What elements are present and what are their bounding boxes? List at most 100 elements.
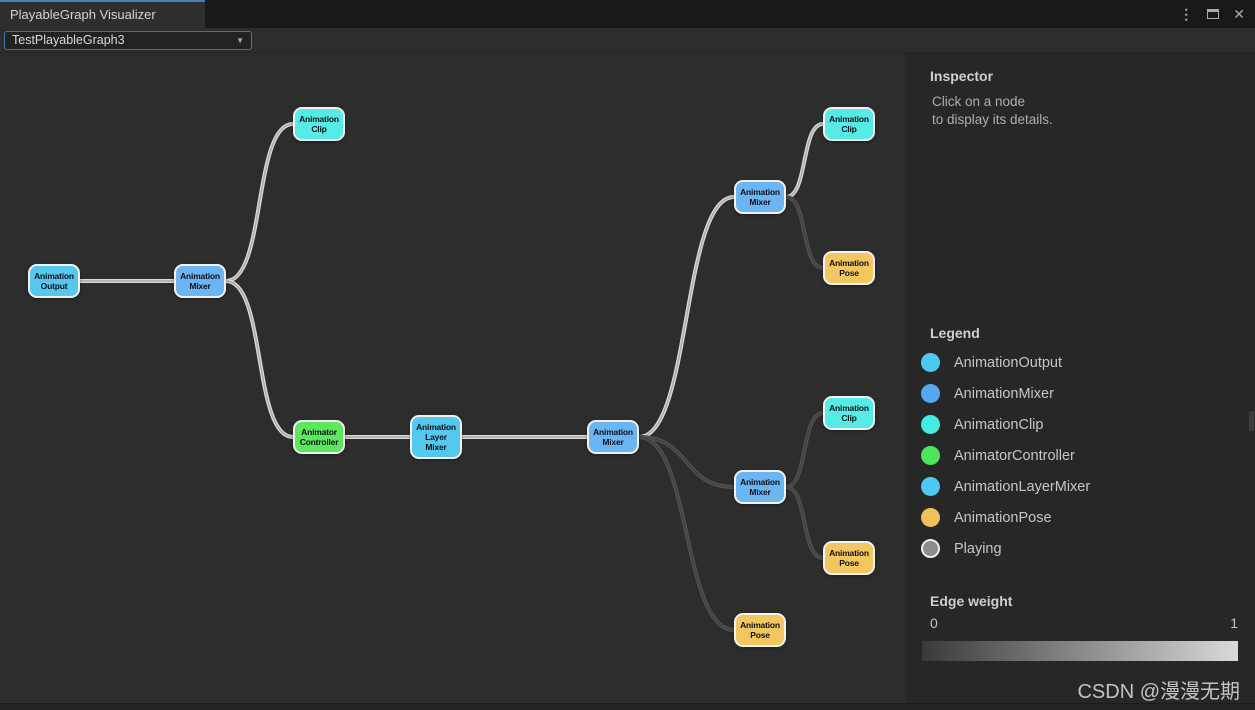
node-label-line: Mixer [749, 197, 771, 207]
node-label-line: Mixer [749, 487, 771, 497]
window-tab[interactable]: PlayableGraph Visualizer [0, 0, 205, 28]
legend-item-animationmixer: AnimationMixer [921, 378, 1090, 409]
legend-label: AnimationLayerMixer [954, 478, 1091, 495]
edge-core [785, 412, 824, 488]
horizontal-scrollbar[interactable] [0, 703, 1255, 710]
inspector-panel: Inspector Click on a node to display its… [905, 53, 1255, 703]
node-label-line: Mixer [189, 281, 211, 291]
node-label-line: Mixer [425, 442, 447, 452]
edge-core [638, 436, 735, 631]
node-label-line: Clip [311, 124, 327, 134]
legend-label: AnimationOutput [954, 354, 1063, 371]
title-bar: PlayableGraph Visualizer ⋮ ✕ [0, 0, 1255, 28]
node-label-line: Animation [829, 114, 869, 124]
legend-label: AnimationMixer [954, 385, 1054, 402]
node-label-line: Output [40, 281, 68, 291]
legend-item-animatorcontroller: AnimatorController [921, 440, 1090, 471]
node-label-line: Animation [299, 114, 339, 124]
watermark: CSDN @漫漫无期 [1077, 681, 1240, 703]
node-label-line: Animator [301, 427, 337, 437]
node-label-line: Animation [829, 548, 869, 558]
edge-core [638, 196, 735, 438]
legend-item-animationoutput: AnimationOutput [921, 347, 1090, 378]
legend-swatch-icon [921, 415, 940, 434]
legend-item-playing: Playing [921, 533, 1090, 564]
node-label-line: Animation [740, 187, 780, 197]
edge-weight-gradient-bar [922, 641, 1238, 661]
edge-layer [80, 122, 824, 632]
legend-label: AnimatorController [954, 447, 1075, 464]
edge-core [225, 123, 294, 282]
legend-item-animationlayermixer: AnimationLayerMixer [921, 471, 1090, 502]
legend-title: Legend [930, 325, 980, 341]
node-label-line: Pose [839, 558, 859, 568]
node-label-line: Animation [740, 620, 780, 630]
legend-item-animationclip: AnimationClip [921, 409, 1090, 440]
legend-item-animationpose: AnimationPose [921, 502, 1090, 533]
legend-label: Playing [954, 540, 1002, 557]
edge-core [785, 196, 824, 269]
node-label-line: Mixer [602, 437, 624, 447]
edge-weight-title: Edge weight [930, 593, 1013, 609]
node-label-line: Clip [841, 124, 857, 134]
toolbar: TestPlayableGraph3 ▼ [0, 28, 1255, 53]
edge-core [785, 123, 824, 198]
node-label-line: Animation [416, 422, 456, 432]
inspector-title: Inspector [930, 68, 994, 84]
legend-swatch-icon [921, 508, 940, 527]
node-label-line: Layer [425, 432, 447, 442]
tab-accent-line [0, 0, 205, 2]
edge-core [225, 280, 294, 438]
graph-selector-value: TestPlayableGraph3 [12, 33, 125, 47]
node-label-line: Pose [839, 268, 859, 278]
edge-core [638, 436, 735, 488]
edge-weight-scale: 0 1 [930, 615, 1238, 631]
menu-kebab-icon[interactable]: ⋮ [1179, 6, 1194, 22]
legend-label: AnimationPose [954, 509, 1052, 526]
legend-swatch-icon [921, 539, 940, 558]
edge-weight-min-label: 0 [930, 615, 938, 631]
legend-swatch-icon [921, 446, 940, 465]
maximize-icon[interactable] [1207, 7, 1220, 21]
node-label-line: Animation [180, 271, 220, 281]
node-label-line: Animation [593, 427, 633, 437]
window-tab-title: PlayableGraph Visualizer [10, 6, 156, 22]
vertical-scrollbar[interactable] [1249, 411, 1254, 431]
inspector-hint-line2: to display its details. [932, 112, 1053, 127]
node-label-line: Controller [299, 437, 339, 447]
legend-swatch-icon [921, 353, 940, 372]
legend-label: AnimationClip [954, 416, 1044, 433]
node-label-line: Animation [829, 258, 869, 268]
graph-selector-dropdown[interactable]: TestPlayableGraph3 ▼ [4, 30, 252, 50]
legend-swatch-icon [921, 384, 940, 403]
chevron-down-icon: ▼ [236, 35, 244, 45]
edge-core [785, 486, 824, 559]
titlebar-icons: ⋮ ✕ [1179, 0, 1255, 28]
node-label-line: Animation [34, 271, 74, 281]
node-label-line: Animation [829, 403, 869, 413]
node-label-line: Clip [841, 413, 857, 423]
close-icon[interactable]: ✕ [1233, 6, 1245, 22]
inspector-hint-line1: Click on a node [932, 94, 1026, 109]
inspector-hint: Click on a node to display its details. [932, 93, 1053, 129]
node-label-line: Pose [750, 630, 770, 640]
legend-swatch-icon [921, 477, 940, 496]
maximize-glyph [1207, 9, 1220, 19]
